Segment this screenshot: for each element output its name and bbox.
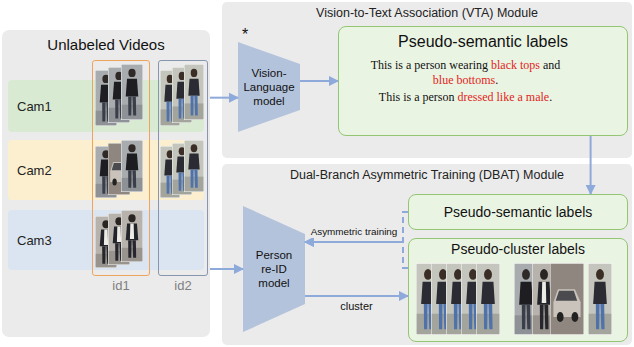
tracklet-id1-cam1	[95, 64, 143, 126]
module-title: Dual-Branch Asymmetric Training (DBAT) M…	[222, 168, 632, 182]
person-frame	[461, 263, 485, 335]
identity-label: id1	[93, 278, 149, 293]
car-frame	[550, 263, 584, 335]
model-name: Vision-Language model	[242, 66, 296, 108]
car-frame	[108, 143, 130, 195]
camera-band: Cam1	[8, 80, 204, 132]
edge-label: cluster	[339, 300, 373, 313]
person-frame	[108, 213, 130, 265]
highlight-phrase: black tops	[491, 58, 540, 72]
caption-sentence: This is a person wearing black tops and …	[363, 58, 568, 88]
person-frame	[514, 263, 538, 335]
person-frame	[184, 140, 204, 192]
cluster-one-images	[416, 263, 500, 335]
person-frame	[95, 216, 117, 268]
person-frame	[160, 146, 180, 198]
edge-label-holder: Asymmetric training	[310, 225, 399, 238]
module-panel: Person re-ID model Pseudo-semantic labels…	[222, 164, 632, 345]
module-panel: * Vision-Language model Pseudo-semantic la…	[222, 2, 632, 158]
camera-label: Cam2	[17, 163, 52, 178]
plain-phrase: .	[495, 73, 498, 87]
person-frame	[121, 140, 143, 192]
person-frame	[108, 67, 130, 123]
cluster-two-images	[514, 263, 612, 335]
trapezoid-shape	[243, 206, 305, 332]
plain-phrase: This is a person	[379, 90, 458, 104]
highlight-phrase: dressed like a male	[458, 90, 550, 104]
person-frame	[588, 263, 612, 335]
box-title: Pseudo-semantic labels	[349, 33, 617, 51]
person-frame	[121, 210, 143, 262]
flow-arrow	[590, 136, 592, 194]
flow-arrow	[305, 295, 408, 297]
person-frame	[95, 146, 117, 198]
tracklet-id2-cam2	[160, 140, 204, 198]
video-panel: Cam1Cam2Cam3id1id2Unlabeled Videos	[2, 30, 210, 337]
person-frame	[172, 143, 192, 195]
person-frame	[160, 70, 180, 126]
model-name: Person re-ID model	[249, 248, 299, 290]
module-title: Vision-to-Text Association (VTA) Module	[222, 6, 632, 20]
camera-label: Cam1	[17, 99, 52, 114]
edge-label: Asymmetric training	[310, 225, 399, 238]
dashed-arrow	[305, 212, 408, 242]
label-box: Pseudo-semantic labels	[408, 194, 628, 230]
person-frame	[121, 64, 143, 120]
dashed-arrow	[305, 242, 408, 268]
identity-label: id2	[159, 278, 207, 293]
person-frame	[172, 67, 192, 123]
plain-phrase: and	[540, 58, 560, 72]
label-box: Pseudo-semantic labelsThis is a person w…	[338, 26, 628, 136]
person-frame	[431, 263, 455, 335]
tracklet-id1-cam3	[95, 210, 143, 268]
highlight-phrase: blue bottoms	[433, 73, 495, 87]
person-frame	[446, 263, 470, 335]
tracklet-id1-cam2	[95, 140, 143, 198]
camera-band: Cam3	[8, 210, 204, 270]
person-frame	[95, 70, 117, 126]
caption-sentence: This is a person dressed like a male.	[363, 90, 568, 105]
label-box: Pseudo-cluster labels	[408, 238, 628, 342]
flow-arrow	[300, 80, 338, 82]
box-title: Pseudo-semantic labels	[444, 204, 593, 220]
trapezoid-shape	[238, 42, 300, 132]
box-title: Pseudo-cluster labels	[409, 241, 627, 257]
frozen-mark: *	[242, 28, 248, 42]
edge-label-holder: cluster	[339, 300, 373, 313]
identity-outline: id1	[92, 60, 150, 276]
camera-label: Cam3	[17, 233, 52, 248]
person-frame	[476, 263, 500, 335]
person-frame	[532, 263, 556, 335]
panel-title: Unlabeled Videos	[2, 36, 210, 53]
flow-arrow	[210, 268, 243, 270]
camera-band: Cam2	[8, 140, 204, 200]
plain-phrase: This is a person wearing	[371, 58, 491, 72]
flow-arrow	[210, 97, 238, 99]
tracklet-id2-cam1	[160, 64, 204, 126]
trapezoid-outline	[238, 28, 300, 132]
plain-phrase: .	[549, 90, 552, 104]
identity-outline: id2	[158, 60, 208, 276]
model-trapezoid: * Vision-Language model	[238, 28, 300, 132]
person-frame	[416, 263, 440, 335]
person-frame	[184, 64, 204, 120]
model-trapezoid: Person re-ID model	[243, 206, 305, 332]
